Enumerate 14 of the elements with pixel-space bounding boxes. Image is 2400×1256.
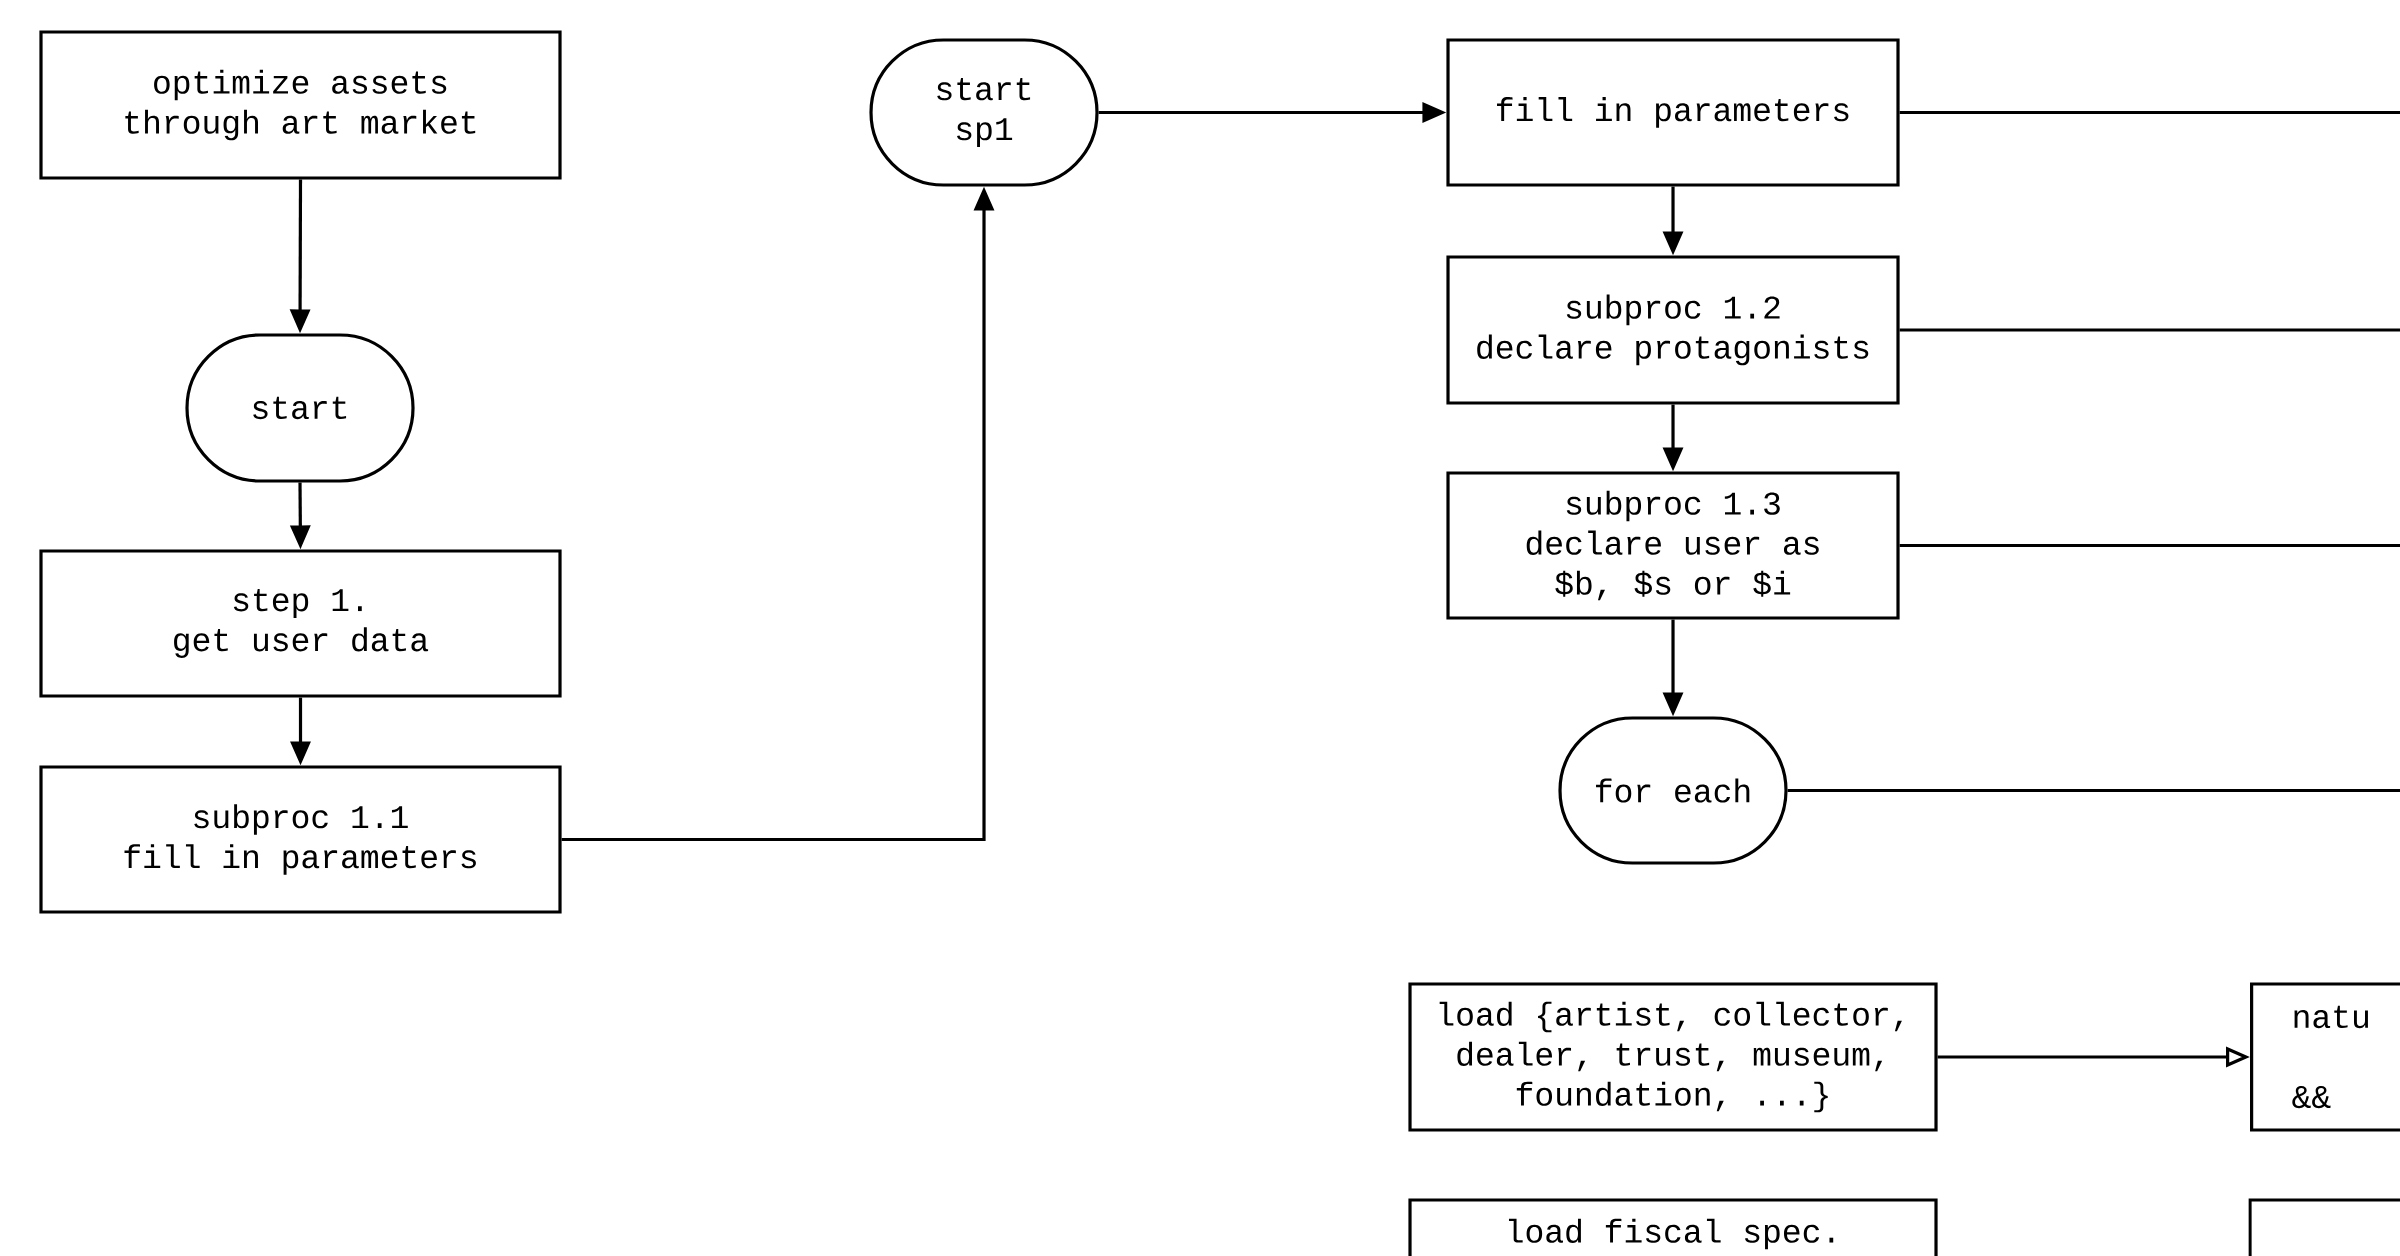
connector-line [1899,543,2400,548]
process-box: subproc 1.1 fill in parameters [39,765,562,914]
process-box: fill in parameters [1446,38,1900,187]
connector-line [1899,110,2400,115]
process-box: optimize assets through art market [39,30,562,180]
empty-box [2248,1198,2400,1256]
process-box: natu && [2250,982,2400,1132]
process-box: step 1. get user data [39,549,562,698]
process-box: load {artist, collector, dealer, trust, museum, foundation, ...} [1408,982,1938,1132]
connector-line [1899,328,2400,332]
connector-line [1787,788,2400,793]
process-box: subproc 1.3 declare user as $b, $s or $i [1446,471,1900,620]
process-box: subproc 1.2 declare protagonists [1446,255,1900,405]
process-box: load fiscal spec. [1408,1198,1938,1256]
